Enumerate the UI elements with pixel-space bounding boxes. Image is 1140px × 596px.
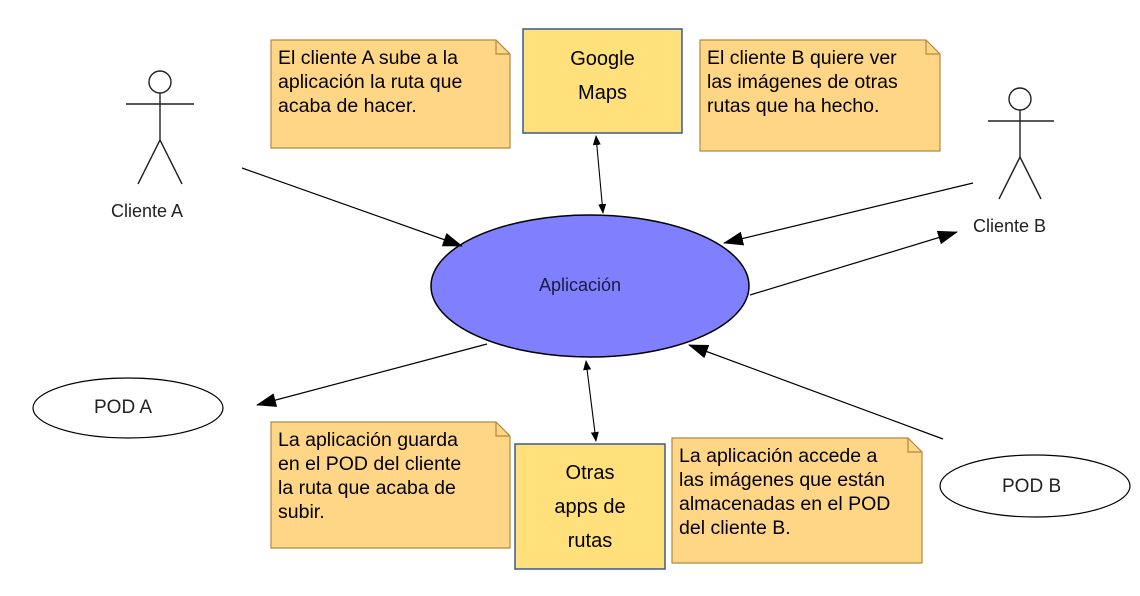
- arrow-cliente-b-to-aplicacion: [723, 182, 974, 246]
- arrow-pod-b-to-aplicacion: [688, 344, 944, 440]
- arrow-aplicacion-otras-apps: [583, 360, 599, 442]
- arrow-google-maps-aplicacion: [592, 135, 607, 214]
- arrow-aplicacion-to-pod-a: [256, 343, 488, 407]
- note-cliente-a-shape: [270, 39, 511, 149]
- note-cliente-b-quiere: El cliente B quiere ver las imágenes de …: [707, 47, 898, 117]
- otras-apps-label: Otras apps de rutas: [554, 462, 626, 552]
- google-maps-box: [522, 28, 683, 134]
- aplicacion-node: [430, 214, 750, 358]
- aplicacion-label: Aplicación: [539, 275, 622, 295]
- cliente-b-actor-icon: [988, 87, 1054, 200]
- cliente-b-label: Cliente B: [973, 216, 1047, 236]
- pod-a-label: POD A: [94, 397, 153, 418]
- note-cliente-a-sube: El cliente A sube a la aplicación la rut…: [278, 47, 463, 117]
- arrow-cliente-a-to-aplicacion: [241, 167, 463, 247]
- note-aplicacion-guarda-shape: [270, 421, 511, 549]
- pod-b-node: [939, 454, 1131, 518]
- otras-apps-box: [514, 443, 666, 570]
- cliente-a-label: Cliente A: [111, 201, 184, 221]
- google-maps-label: Google Maps: [570, 48, 635, 104]
- pod-a-node: [32, 377, 224, 439]
- note-aplicacion-guarda: La aplicación guarda en el POD del clien…: [278, 429, 462, 523]
- pod-b-label: POD B: [1002, 476, 1062, 497]
- note-aplicacion-accede-shape: [671, 437, 923, 564]
- note-aplicacion-accede: La aplicación accede a las imágenes que …: [679, 445, 891, 539]
- note-cliente-b-shape: [699, 39, 941, 152]
- cliente-a-actor-icon: [126, 70, 194, 185]
- arrow-aplicacion-to-cliente-b: [749, 230, 958, 296]
